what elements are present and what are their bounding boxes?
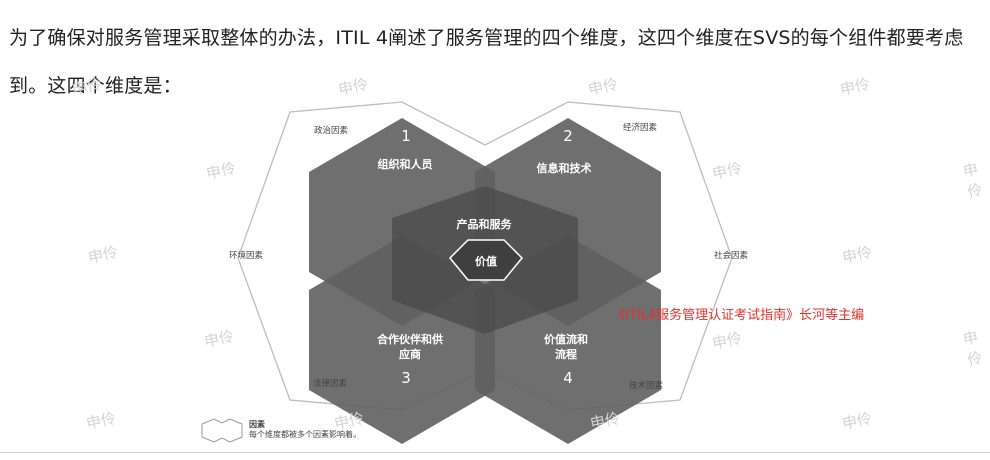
- dimension-number-2: 2: [563, 127, 573, 145]
- dimension-number-1: 1: [401, 127, 411, 145]
- legend-title: 因素: [249, 419, 265, 429]
- dimension-number-4: 4: [563, 369, 573, 387]
- dimension-label-3-line1: 合作伙伴和供: [377, 332, 443, 346]
- factor-environmental: 环境因素: [229, 250, 264, 261]
- dimension-label-4-line1: 价值流和: [544, 332, 588, 346]
- factor-economic: 经济因素: [623, 122, 658, 133]
- bottom-divider: [0, 452, 990, 453]
- factor-social: 社会因素: [714, 250, 749, 261]
- source-citation: 《ITIL4服务管理认证考试指南》长河等主编: [612, 308, 865, 323]
- legend-factor-outline: [201, 418, 243, 443]
- factor-political: 政治因素: [314, 125, 349, 136]
- value-label: 价值: [475, 254, 497, 268]
- dimension-label-4-line2: 流程: [555, 347, 577, 361]
- value-center-hexagon: [448, 239, 524, 281]
- dimension-number-3: 3: [401, 369, 411, 387]
- factor-legal: 法律因素: [313, 378, 348, 389]
- factor-technological: 技术因素: [629, 380, 664, 391]
- intro-paragraph: 为了确保对服务管理采取整体的办法，ITIL 4阐述了服务管理的四个维度，这四个维…: [9, 27, 964, 97]
- dimension-label-3-line2: 应商: [399, 347, 421, 361]
- dimension-label-2: 信息和技术: [537, 161, 592, 175]
- dimension-label-1: 组织和人员: [378, 157, 433, 171]
- factors-boundary: [237, 101, 733, 411]
- products-services-label: 产品和服务: [457, 217, 513, 231]
- legend-description: 每个维度都被多个因素影响着。: [249, 429, 361, 439]
